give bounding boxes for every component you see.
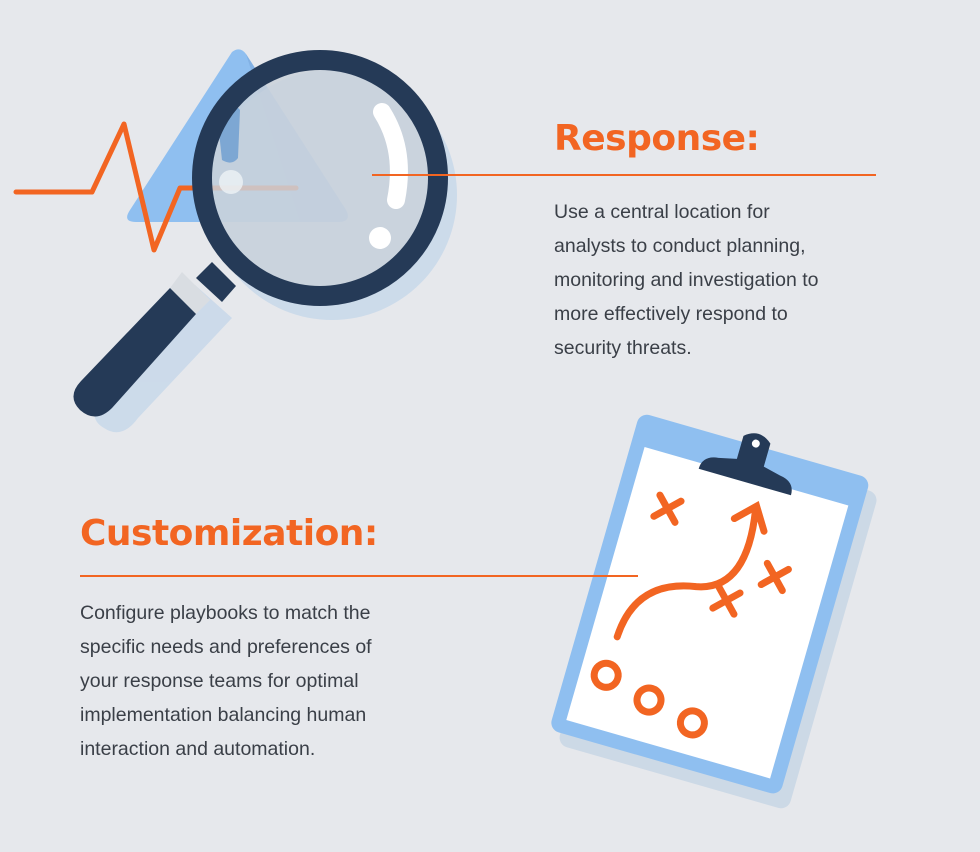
customization-connector-line: [80, 575, 638, 577]
customization-line-2: specific needs and preferences of: [80, 636, 372, 658]
response-line-3: monitoring and investigation to: [554, 269, 819, 291]
response-line-4: more effectively respond to: [554, 303, 788, 325]
customization-line-5: interaction and automation.: [80, 738, 316, 760]
response-heading: Response:: [554, 118, 760, 159]
playbook-diagram-icon: [590, 491, 792, 739]
magnifier-neck: [196, 262, 236, 302]
response-line-2: analysts to conduct planning,: [554, 235, 806, 257]
response-line-1: Use a central location for: [554, 201, 770, 223]
customization-line-4: implementation balancing human: [80, 704, 367, 726]
response-connector-line: [372, 174, 876, 176]
magnifier-rim: [192, 50, 448, 306]
magnifier-illustration: [13, 49, 457, 433]
customization-description: Configure playbooks to match the specifi…: [80, 596, 372, 766]
customization-heading: Customization:: [80, 513, 378, 554]
response-description: Use a central location for analysts to c…: [554, 195, 819, 365]
customization-line-1: Configure playbooks to match the: [80, 602, 371, 624]
clipboard-clip-icon: [698, 433, 792, 496]
magnifier-handle-icon: [73, 288, 196, 417]
lens-highlight: [373, 103, 408, 209]
response-line-5: security threats.: [554, 337, 692, 359]
clipboard-illustration: [551, 414, 877, 809]
customization-line-3: your response teams for optimal: [80, 670, 359, 692]
